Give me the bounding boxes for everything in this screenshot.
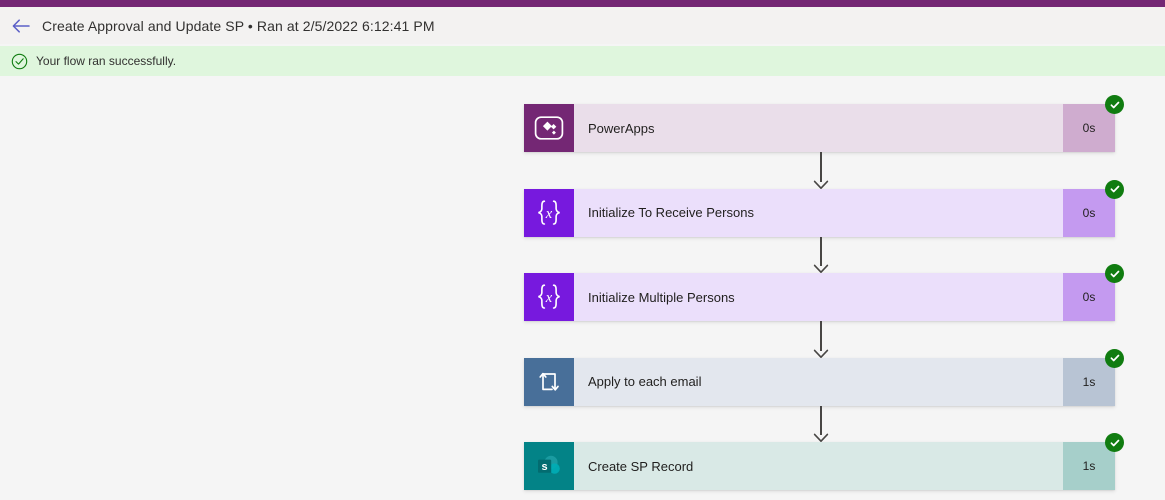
flow-node[interactable]: s Create SP Record 1s — [524, 433, 1124, 490]
page-header: Create Approval and Update SP • Ran at 2… — [0, 7, 1165, 44]
svg-text:x: x — [545, 206, 553, 222]
svg-text:s: s — [542, 461, 548, 473]
status-badge — [1105, 179, 1124, 199]
flow-connector-arrow — [813, 405, 829, 442]
status-badge — [1105, 348, 1124, 368]
page-title: Create Approval and Update SP • Ran at 2… — [42, 17, 435, 34]
status-banner: Your flow ran successfully. — [0, 46, 1165, 76]
flow-node-body[interactable]: Initialize To Receive Persons — [574, 188, 1063, 237]
flow-node[interactable]: Apply to each email 1s — [524, 348, 1124, 406]
flow-canvas: PowerApps 0s x Initialize To Receive Person… — [0, 76, 1165, 500]
success-check-circle-icon — [8, 50, 30, 72]
flow-node-title: Create SP Record — [588, 458, 694, 474]
flow-node-duration: 1s — [1063, 357, 1115, 406]
svg-text:x: x — [545, 290, 553, 306]
status-badge — [1105, 264, 1124, 283]
flow-node-body[interactable]: Apply to each email — [574, 357, 1063, 406]
brand-bar — [0, 0, 1165, 7]
variable-braces-x-icon: x — [524, 188, 574, 237]
check-icon — [1110, 354, 1119, 362]
arrowhead-icon — [813, 180, 829, 189]
flow-node-duration: 0s — [1063, 188, 1115, 237]
status-badge — [1105, 95, 1124, 114]
back-button[interactable] — [0, 7, 42, 44]
flow-node-duration: 1s — [1063, 442, 1115, 490]
flow-node-duration: 0s — [1063, 104, 1115, 152]
arrowhead-icon — [813, 433, 829, 442]
check-icon — [1110, 439, 1119, 446]
back-arrow-icon — [12, 18, 30, 33]
variable-braces-x-icon: x — [524, 273, 574, 321]
flow-node-title: Initialize To Receive Persons — [588, 205, 754, 220]
flow-node-duration: 0s — [1063, 273, 1115, 321]
flow-connector-arrow — [813, 152, 829, 189]
powerapps-icon — [524, 104, 574, 152]
flow-node-body[interactable]: Initialize Multiple Persons — [574, 273, 1063, 321]
flow-node-body[interactable]: PowerApps — [574, 104, 1063, 152]
arrowhead-icon — [813, 349, 829, 358]
flow-node-body[interactable]: Create SP Record — [574, 442, 1063, 490]
check-icon — [1110, 185, 1119, 193]
flow-connector-arrow — [813, 236, 829, 273]
status-banner-text: Your flow ran successfully. — [36, 54, 177, 68]
status-badge — [1105, 433, 1124, 452]
arrowhead-icon — [813, 264, 829, 273]
check-icon — [1110, 101, 1119, 108]
flow-node-title: Apply to each email — [588, 374, 702, 389]
flow-node[interactable]: x Initialize To Receive Persons 0s — [524, 179, 1124, 237]
flow-node[interactable]: PowerApps 0s — [524, 95, 1124, 152]
flow-connector-arrow — [813, 321, 829, 358]
flow-node-title: PowerApps — [588, 120, 655, 136]
flow-node[interactable]: x Initialize Multiple Persons 0s — [524, 264, 1124, 321]
sharepoint-icon: s — [524, 442, 574, 490]
check-icon — [1110, 270, 1119, 277]
flow-node-title: Initialize Multiple Persons — [588, 289, 735, 305]
loop-foreach-icon — [524, 357, 574, 406]
